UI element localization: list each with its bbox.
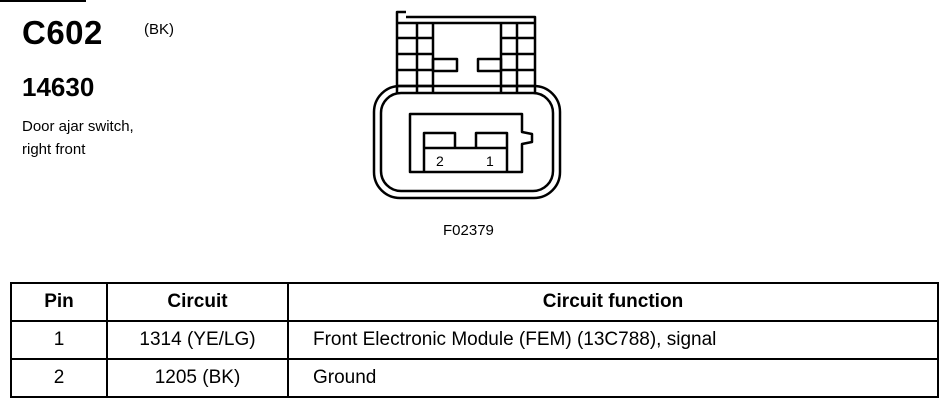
terminal-2 [422,131,457,148]
pin-label-2: 2 [436,153,444,169]
header-pin: Pin [10,282,108,322]
connector-key [431,57,459,73]
table-row: 1 1314 (YE/LG) Front Electronic Module (… [10,320,939,360]
table-row: 2 1205 (BK) Ground [10,358,939,398]
cell-circuit-function: Front Electronic Module (FEM) (13C788), … [287,320,939,360]
connector-lock-tab [395,10,537,93]
connector-face-diagram: 2 1 [372,10,562,200]
pin-label-1: 1 [486,153,494,169]
figure-code: F02379 [443,222,494,239]
cell-circuit: 1314 (YE/LG) [106,320,289,360]
header-circuit-function: Circuit function [287,282,939,322]
cell-circuit: 1205 (BK) [106,358,289,398]
connector-key [476,57,503,73]
connector-body-outer [372,84,562,200]
terminal-1 [474,131,509,148]
connector-id-underline [0,0,86,2]
connector-color: (BK) [144,21,174,38]
header-circuit: Circuit [106,282,289,322]
connector-description-line-1: Door ajar switch, [22,118,134,135]
cell-pin: 1 [10,320,108,360]
connector-body-inner [379,91,555,193]
pinout-table: Pin Circuit Circuit function 1 1314 (YE/… [10,282,939,398]
table-header-row: Pin Circuit Circuit function [10,282,939,322]
connector-id: C602 [22,14,103,51]
part-number: 14630 [22,72,95,102]
cell-pin: 2 [10,358,108,398]
connector-description-line-2: right front [22,141,86,158]
connector-cavity [408,112,534,174]
cell-circuit-function: Ground [287,358,939,398]
